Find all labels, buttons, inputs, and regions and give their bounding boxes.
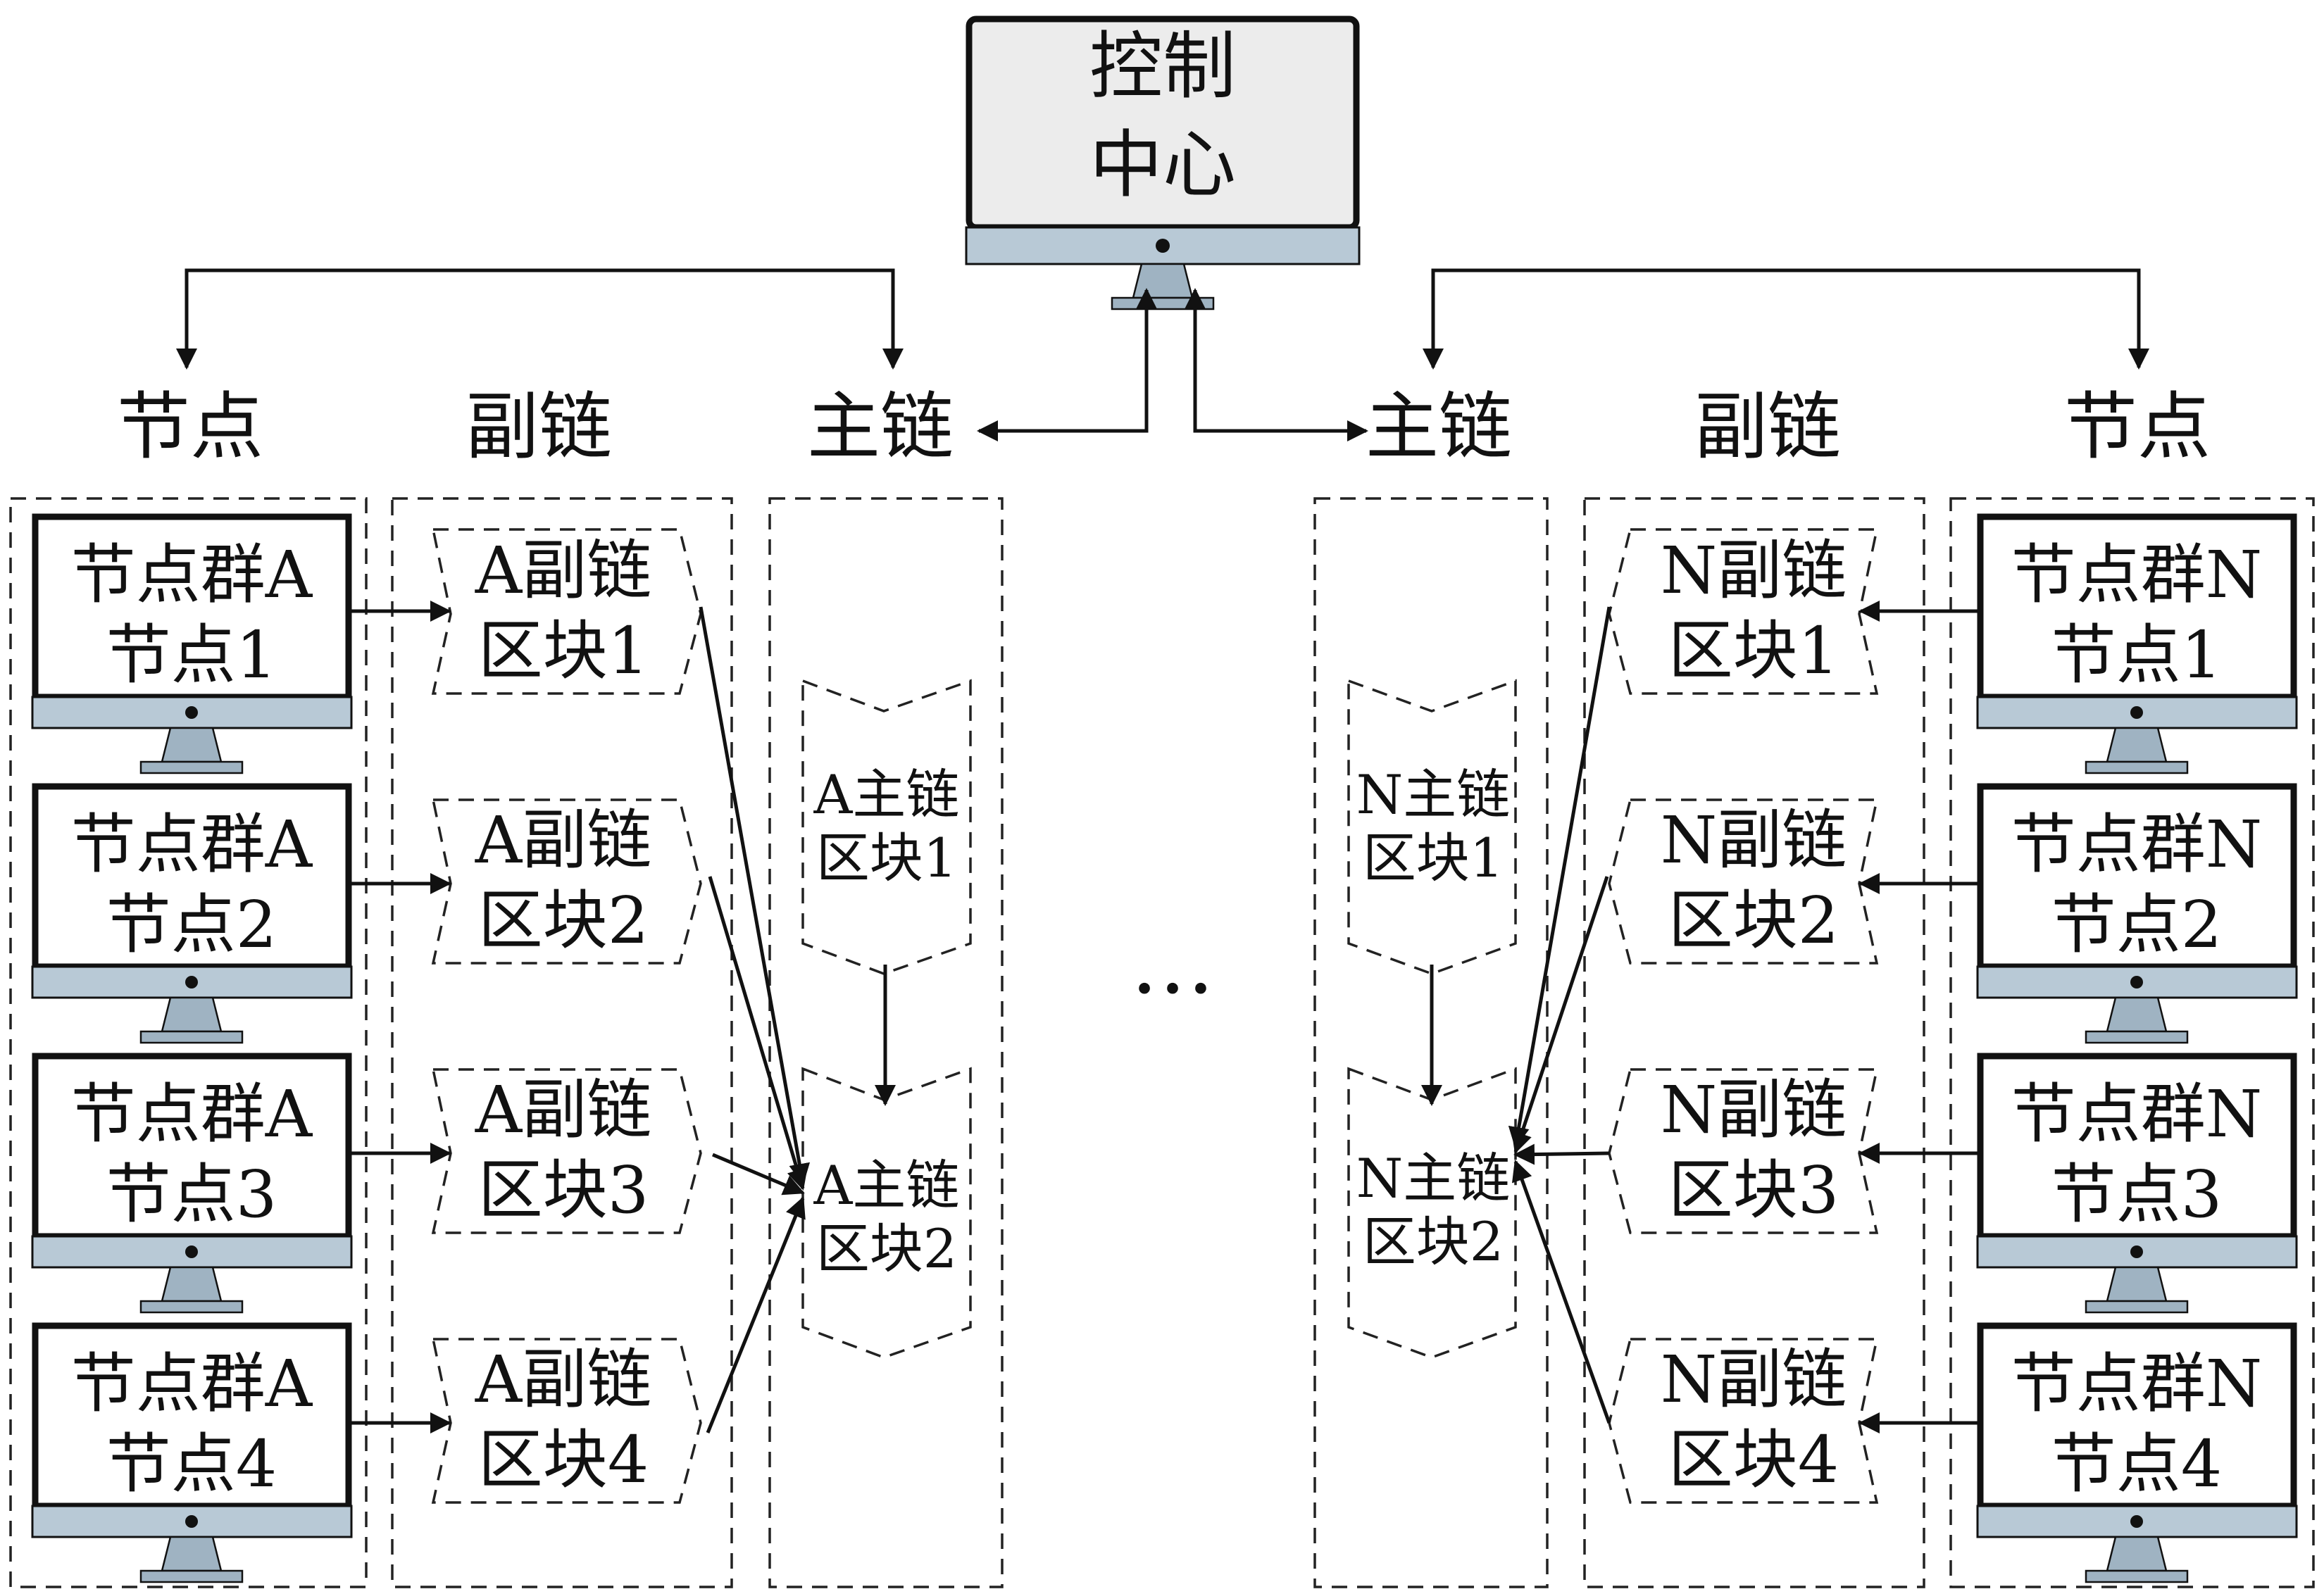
node-label-line1: 节点群A [71, 807, 313, 882]
side-block-label-line1: A副链 [475, 1072, 651, 1148]
ellipsis: … [1130, 915, 1215, 1013]
left-column-header-main-chain: 主链 [807, 384, 954, 470]
control-to-left-main-arrow [977, 288, 1157, 441]
side-block-label-line2: 区块2 [478, 883, 649, 958]
node-label-line1: 节点群A [71, 1077, 313, 1152]
side-block-label-line1: N副链 [1661, 533, 1847, 608]
left-column-header-nodes: 节点 [117, 384, 263, 470]
right-side1-to-main2-arrow [1508, 606, 1611, 1148]
main-block-label-line1: N主链 [1356, 763, 1511, 826]
right-side-block-3: N副链 区块3 [1608, 1068, 1879, 1234]
left-nodes-column [9, 497, 368, 1588]
node-label-line1: 节点群N [2011, 537, 2263, 613]
left-node-monitor-3: 节点群A 节点3 [31, 1053, 353, 1314]
power-dot-icon [185, 706, 198, 719]
main-block-label-line2: 区块1 [1363, 827, 1504, 889]
power-dot-icon [2130, 976, 2143, 989]
right-main-block-1: N主链 区块1 [1347, 679, 1517, 975]
power-dot-icon [185, 976, 198, 989]
right-top-bracket-arrow [1423, 268, 2149, 370]
main-block-label-line1: N主链 [1356, 1147, 1511, 1210]
right-node-monitor-1: 节点群N 节点1 [1976, 513, 2298, 774]
right-side-block-1: N副链 区块1 [1608, 528, 1879, 695]
left-top-bracket-arrow [176, 268, 904, 370]
main-block-label-line2: 区块2 [816, 1217, 957, 1280]
side-block-label-line2: 区块4 [1668, 1422, 1839, 1498]
control-to-right-main-arrow [1185, 288, 1368, 441]
power-dot-icon [1156, 239, 1170, 253]
control-center-label-line2: 中心 [1089, 122, 1236, 208]
right-side2-to-main2-arrow [1511, 876, 1609, 1154]
power-dot-icon [2130, 706, 2143, 719]
right-main-block-2: N主链 区块2 [1347, 1067, 1517, 1359]
right-column-header-nodes: 节点 [2064, 384, 2211, 470]
node-label-line2: 节点2 [2051, 887, 2223, 962]
side-block-label-line1: N副链 [1661, 1342, 1847, 1417]
main-block-label-line1: A主链 [813, 1154, 960, 1217]
node-label-line2: 节点4 [2051, 1426, 2223, 1502]
left-main-chain-column [768, 497, 1004, 1588]
right-side4-to-main2-arrow [1511, 1160, 1611, 1424]
left-side-block-3: A副链 区块3 [431, 1068, 702, 1234]
left-side-block-2: A副链 区块2 [431, 798, 702, 965]
left-main-block-2: A主链 区块2 [801, 1067, 972, 1359]
main-block-label-line2: 区块2 [1363, 1210, 1504, 1273]
right-side-chain-column [1583, 497, 1925, 1588]
node-label-line2: 节点1 [106, 617, 277, 693]
side-block-label-line1: N副链 [1661, 803, 1847, 878]
right-main-chain-column [1313, 497, 1549, 1588]
node-label-line1: 节点群N [2011, 1346, 2263, 1422]
left-side4-to-main2-arrow [706, 1196, 806, 1433]
side-block-label-line1: N副链 [1661, 1072, 1847, 1148]
left-side-chain-column [391, 497, 733, 1588]
node-label-line1: 节点群N [2011, 807, 2263, 882]
left-side-block-4: A副链 区块4 [431, 1338, 702, 1504]
right-node-monitor-4: 节点群N 节点4 [1976, 1322, 2298, 1583]
side-block-label-line2: 区块3 [1668, 1153, 1839, 1228]
right-side-block-4: N副链 区块4 [1608, 1338, 1879, 1504]
node-label-line2: 节点1 [2051, 617, 2223, 693]
left-node-monitor-1: 节点群A 节点1 [31, 513, 353, 774]
right-nodes-column [1949, 497, 2315, 1588]
main-block-label-line2: 区块1 [816, 827, 957, 889]
right-column-header-side-chain: 副链 [1694, 384, 1841, 470]
power-dot-icon [185, 1515, 198, 1528]
left-node-monitor-2: 节点群A 节点2 [31, 783, 353, 1044]
side-block-label-line2: 区块4 [478, 1422, 649, 1498]
node-label-line1: 节点群A [71, 1346, 313, 1422]
node-label-line2: 节点4 [106, 1426, 277, 1502]
node-label-line1: 节点群N [2011, 1077, 2263, 1152]
left-side1-to-main2-arrow [699, 606, 811, 1185]
node-label-line1: 节点群A [71, 537, 313, 613]
side-block-label-line2: 区块2 [1668, 883, 1839, 958]
left-side2-to-main2-arrow [708, 876, 808, 1191]
side-block-label-line1: A副链 [475, 1342, 651, 1417]
node-label-line2: 节点2 [106, 887, 277, 962]
right-side-block-2: N副链 区块2 [1608, 798, 1879, 965]
left-node-monitor-4: 节点群A 节点4 [31, 1322, 353, 1583]
side-block-label-line2: 区块1 [1668, 613, 1839, 689]
side-block-label-line1: A副链 [475, 803, 651, 878]
node-label-line2: 节点3 [106, 1157, 277, 1232]
left-column-header-side-chain: 副链 [466, 384, 612, 470]
right-node-monitor-3: 节点群N 节点3 [1976, 1053, 2298, 1314]
left-main-block-1: A主链 区块1 [801, 679, 972, 975]
node-label-line2: 节点3 [2051, 1157, 2223, 1232]
right-side3-to-main2-arrow [1513, 1143, 1610, 1165]
power-dot-icon [2130, 1245, 2143, 1258]
side-block-label-line1: A副链 [475, 533, 651, 608]
right-column-header-main-chain: 主链 [1366, 384, 1512, 470]
left-side3-to-main2-arrow [712, 1153, 805, 1196]
main-block-label-line1: A主链 [813, 763, 960, 826]
control-center-label-line1: 控制 [1089, 23, 1236, 109]
right-node-monitor-2: 节点群N 节点2 [1976, 783, 2298, 1044]
left-side-block-1: A副链 区块1 [431, 528, 702, 695]
power-dot-icon [185, 1245, 198, 1258]
side-block-label-line2: 区块1 [478, 613, 649, 689]
control-center-monitor: 控制 中心 [965, 15, 1361, 310]
side-block-label-line2: 区块3 [478, 1153, 649, 1228]
power-dot-icon [2130, 1515, 2143, 1528]
